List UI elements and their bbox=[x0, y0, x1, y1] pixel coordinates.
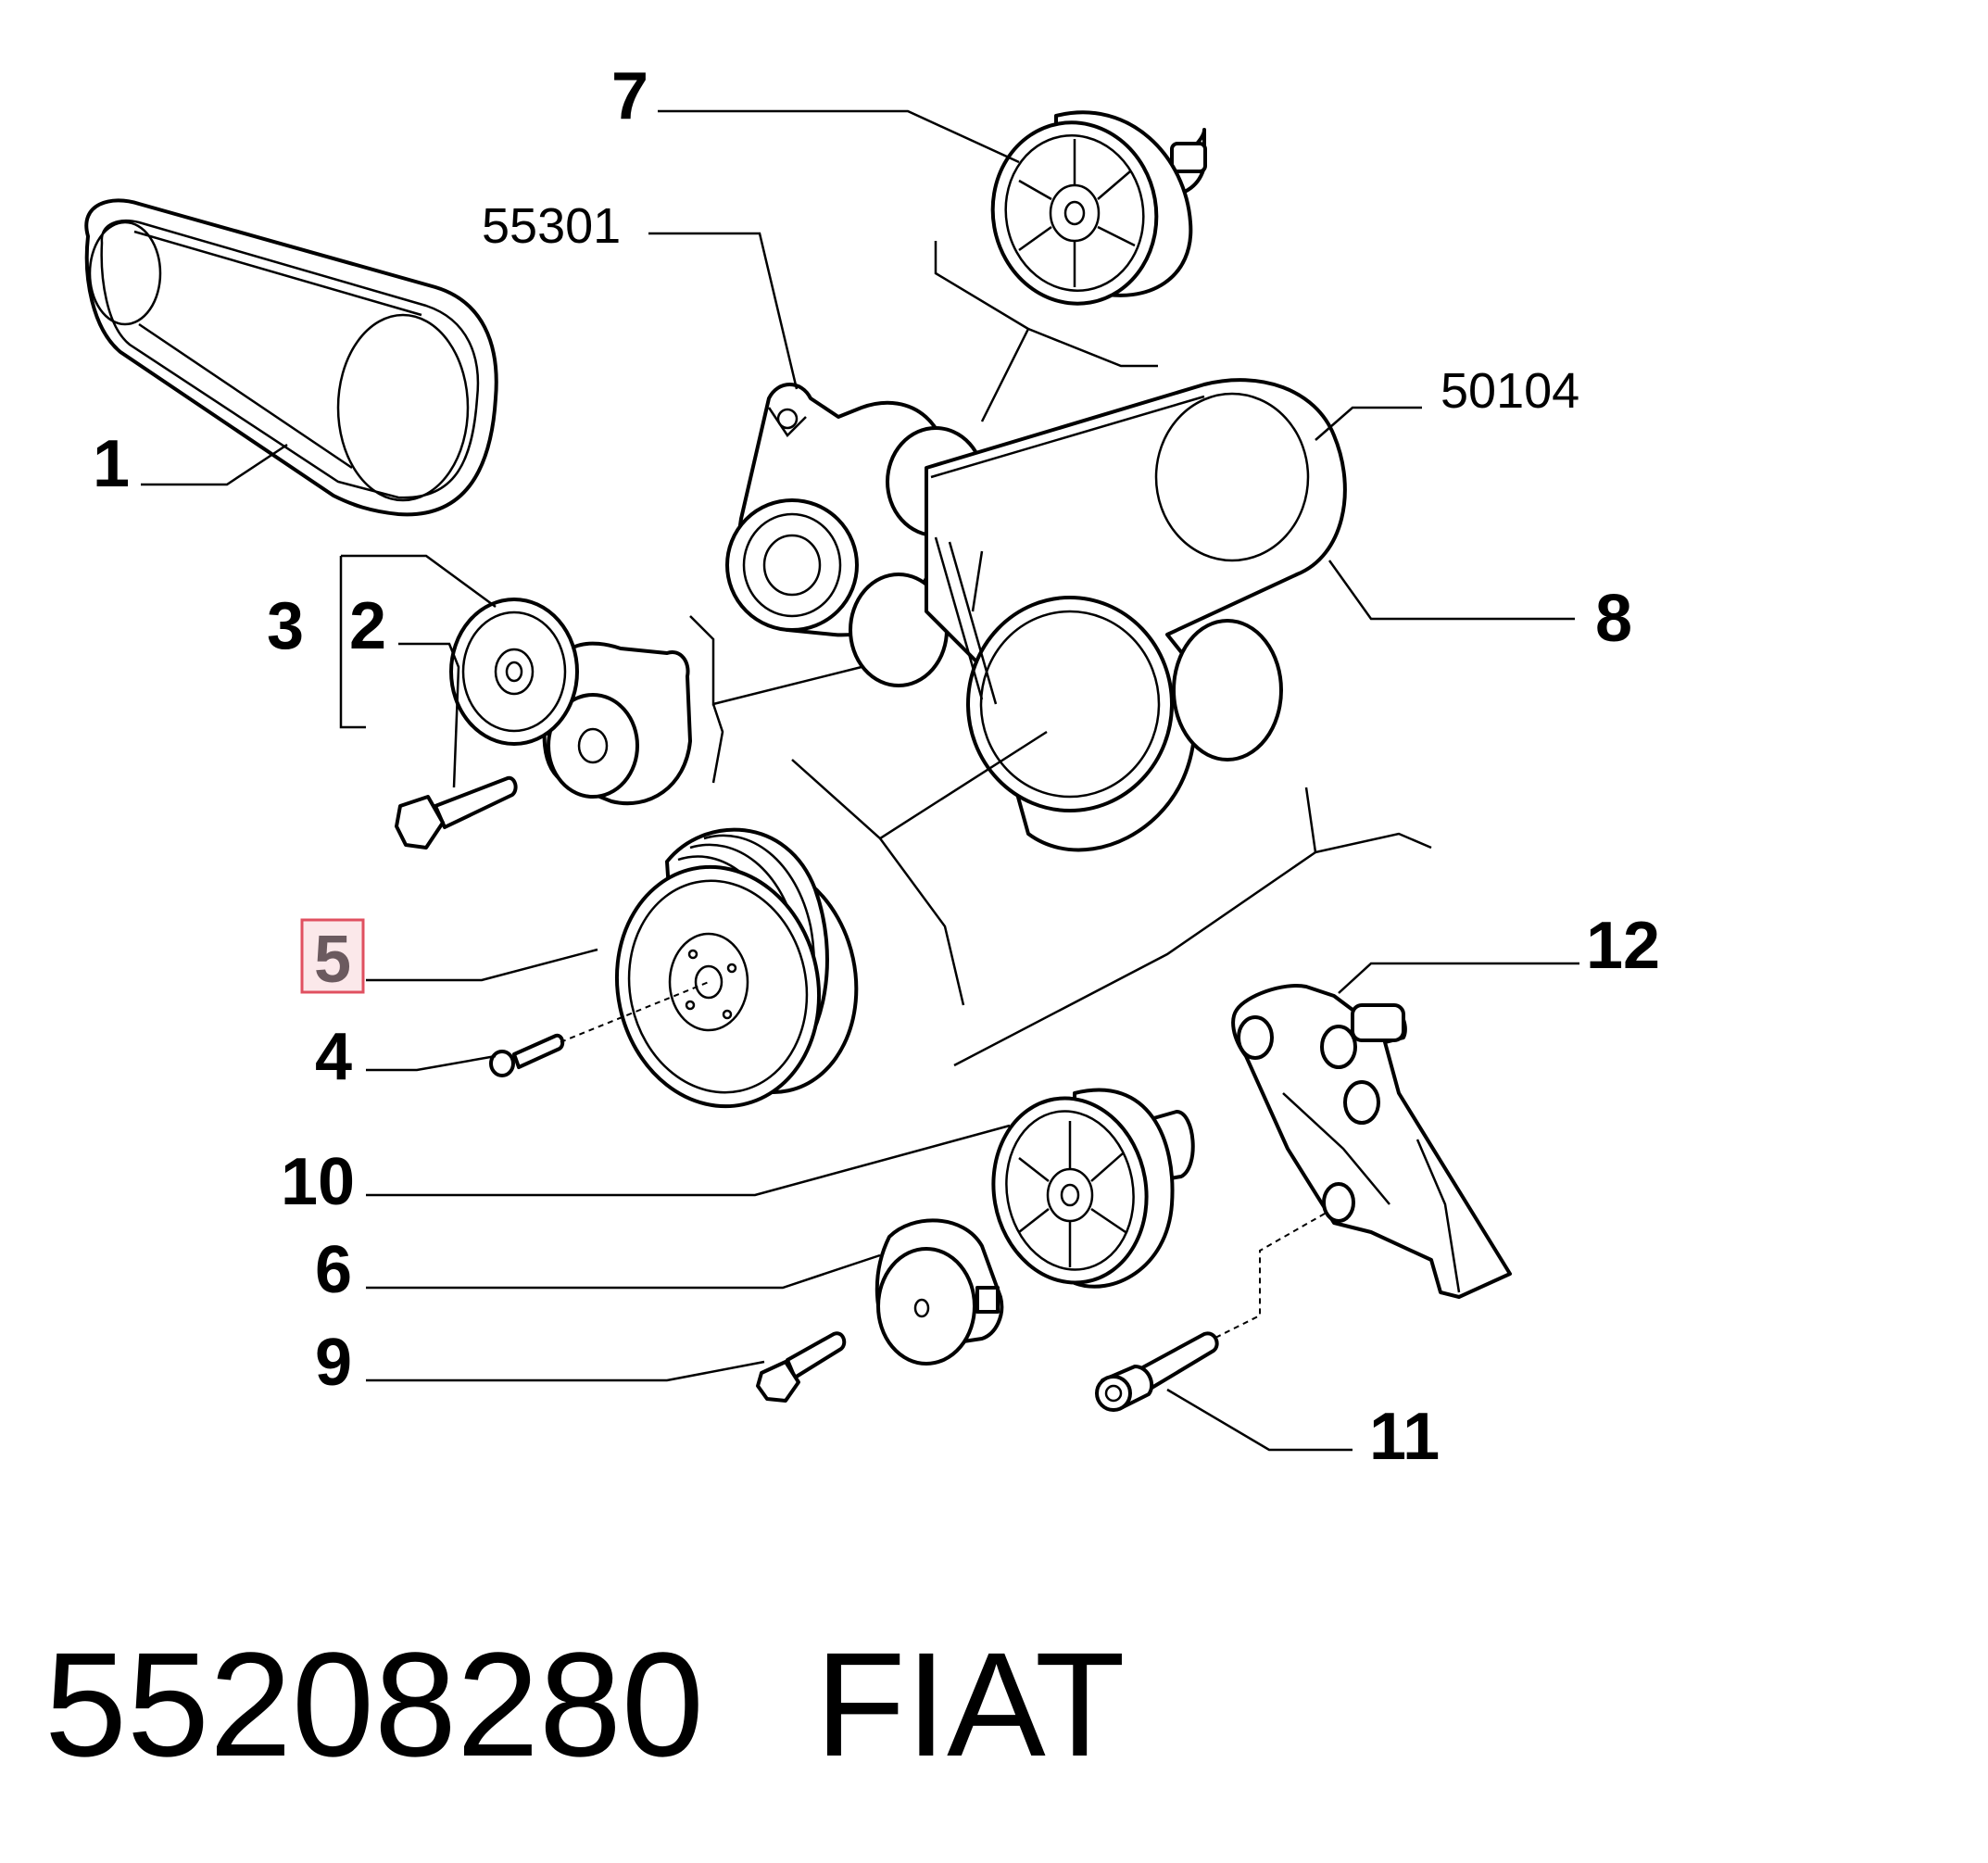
part-11-bolt bbox=[1095, 1331, 1219, 1412]
callout-11: 11 bbox=[1369, 1400, 1440, 1474]
part-2-bolt bbox=[395, 775, 518, 850]
callout-6: 6 bbox=[315, 1233, 352, 1307]
callout-9: 9 bbox=[315, 1326, 352, 1400]
part-9-bolt bbox=[756, 1331, 847, 1403]
callout-5: 5 bbox=[314, 923, 351, 997]
callout-4: 4 bbox=[315, 1020, 352, 1094]
callout-7: 7 bbox=[611, 59, 648, 133]
part-4-bolt bbox=[489, 981, 710, 1077]
callout-10: 10 bbox=[281, 1145, 355, 1219]
part-50104-belt bbox=[925, 378, 1347, 852]
callout-12: 12 bbox=[1586, 909, 1660, 983]
part-5-crankshaft-pulley bbox=[614, 827, 859, 1109]
leader-lines bbox=[141, 109, 1579, 1452]
callout-2: 2 bbox=[349, 589, 386, 663]
part-1-belt bbox=[84, 198, 498, 517]
callout-5-highlight bbox=[300, 918, 365, 994]
callout-1: 1 bbox=[93, 427, 130, 501]
brand-name: FIAT bbox=[814, 1621, 1126, 1787]
part-6-pulley-cover bbox=[874, 1218, 1004, 1366]
explode-guide-lines bbox=[339, 241, 1432, 1067]
part-3-tensioner-assembly bbox=[449, 598, 692, 806]
callout-8: 8 bbox=[1595, 582, 1632, 656]
part-12-bracket bbox=[1203, 984, 1512, 1344]
part-number: 55208280 bbox=[44, 1621, 704, 1787]
part-7-idler-pulley bbox=[990, 110, 1207, 306]
callout-3: 3 bbox=[267, 589, 304, 663]
part-10-idler-pulley bbox=[991, 1088, 1195, 1289]
callout-50104: 50104 bbox=[1441, 363, 1579, 419]
callout-55301: 55301 bbox=[482, 198, 621, 254]
